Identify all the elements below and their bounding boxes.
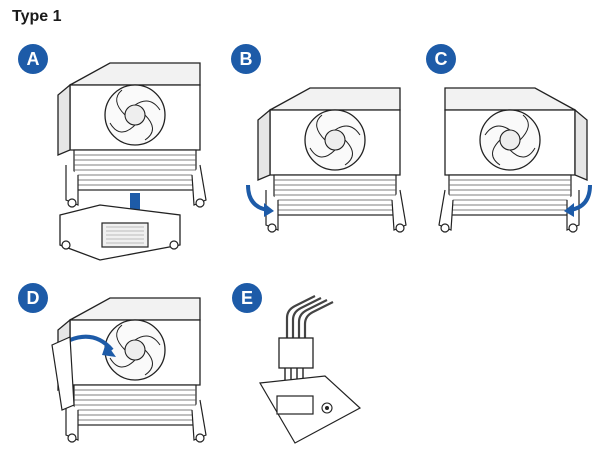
- step-b-illustration: [246, 87, 407, 233]
- page-title: Type 1: [12, 8, 62, 25]
- step-badge-d: D: [18, 283, 48, 313]
- step-c-illustration: [438, 87, 592, 233]
- rotate-arrow-icon: [69, 334, 114, 352]
- step-badge-a: A: [18, 44, 48, 74]
- step-e-illustration: [259, 295, 362, 444]
- step-a-illustration: [57, 62, 207, 261]
- step-badge-b: B: [231, 44, 261, 74]
- fan-connector-illustration: [285, 295, 334, 343]
- step-badge-c: C: [426, 44, 456, 74]
- step-badge-e: E: [232, 283, 262, 313]
- step-d-illustration: [51, 297, 207, 443]
